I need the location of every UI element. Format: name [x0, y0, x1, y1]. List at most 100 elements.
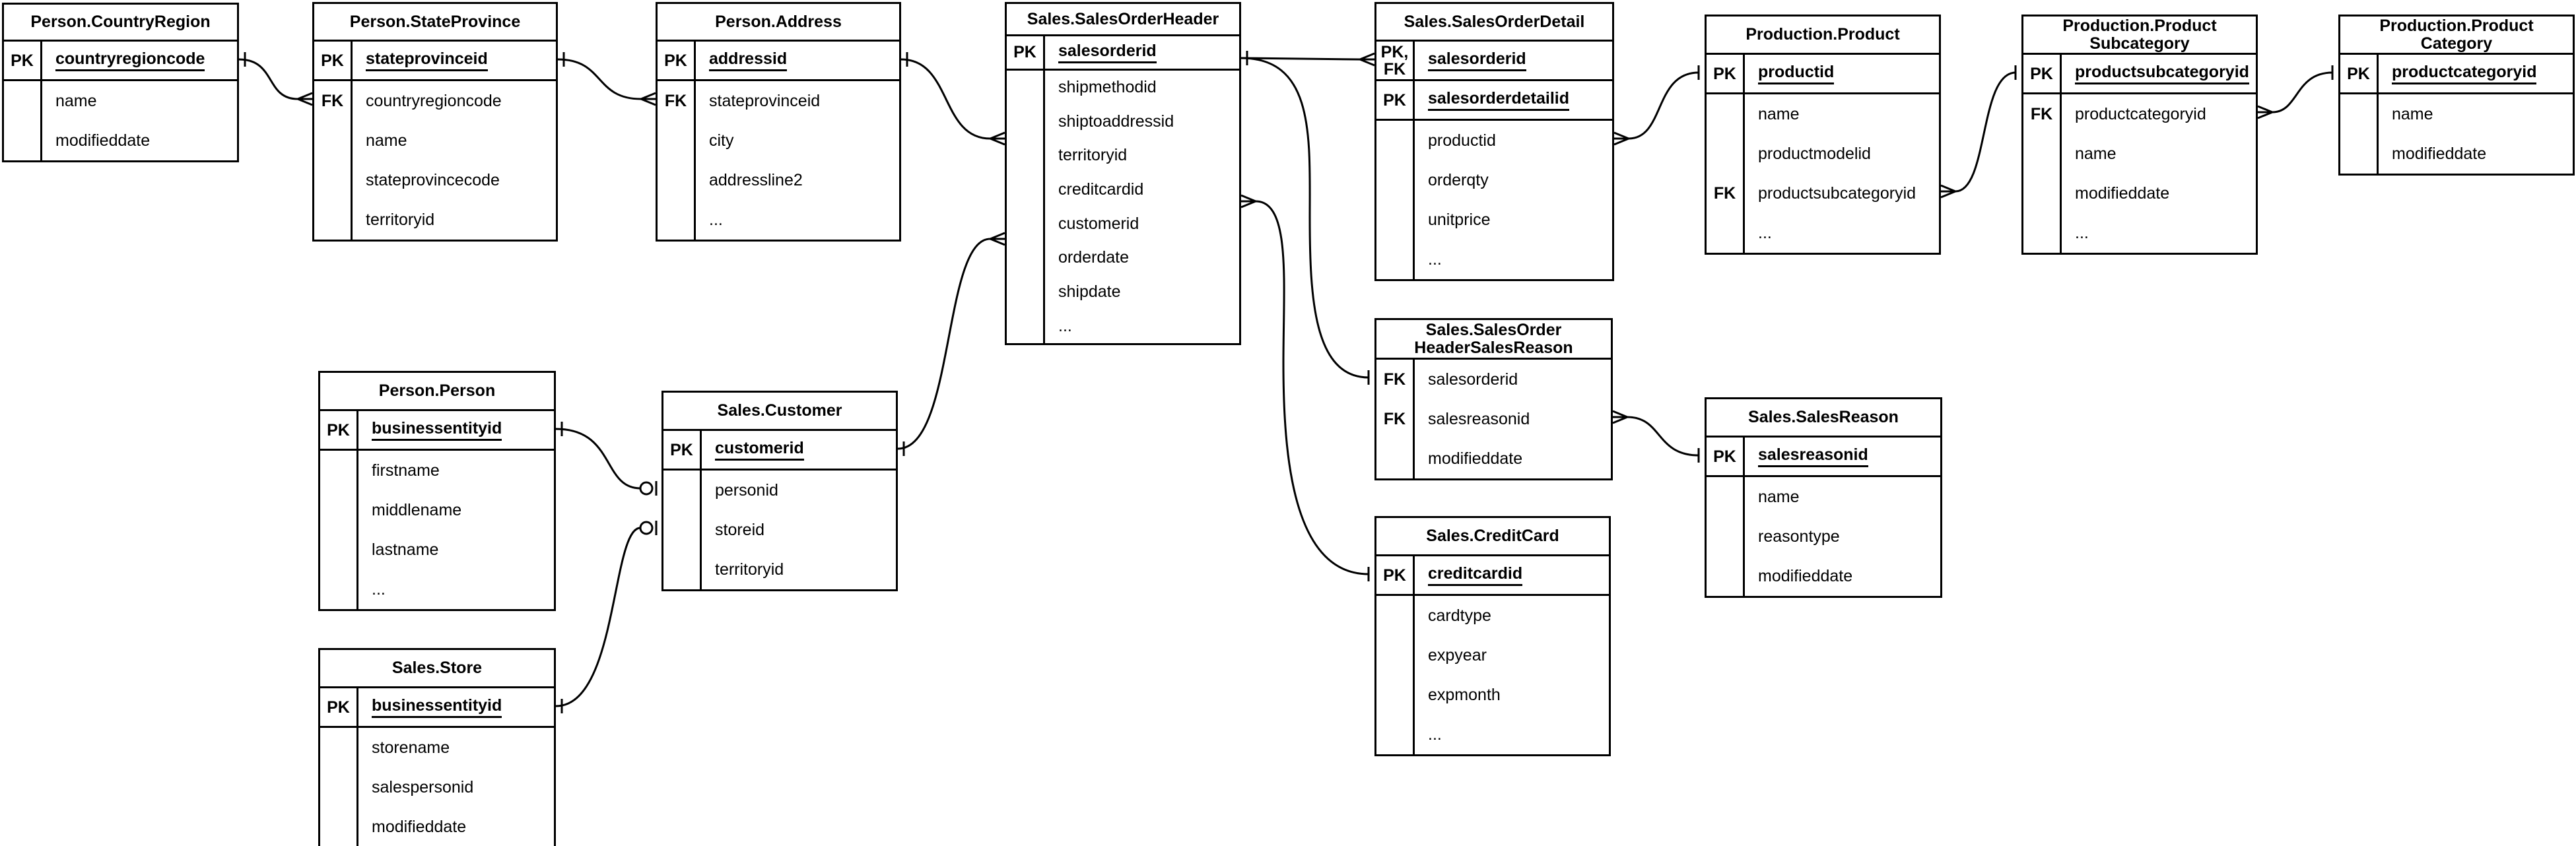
field-cell: modifieddate	[42, 121, 237, 160]
key-label	[1007, 139, 1045, 173]
key-label	[1707, 477, 1745, 517]
table-row: ...	[1376, 715, 1609, 754]
field-name: name	[2392, 104, 2433, 123]
table-row: storeid	[663, 510, 896, 550]
field-cell: salesorderid	[1045, 36, 1239, 69]
table-row: unitprice	[1376, 200, 1612, 240]
key-label	[1007, 104, 1045, 139]
field-cell: name	[2062, 134, 2256, 174]
key-label: FK	[658, 81, 696, 121]
field-name: modifieddate	[55, 131, 151, 150]
key-label	[320, 807, 358, 846]
field-cell: ...	[1045, 309, 1239, 344]
field-cell: storename	[358, 728, 554, 767]
relationship-sales_salesorderheader-to-sales_creditcard-many-crowfoot	[1240, 194, 1256, 203]
key-label	[658, 121, 696, 160]
key-label: PK, FK	[1376, 42, 1415, 79]
table-row: territoryid	[314, 200, 556, 240]
relationship-person_stateprovince-to-person_address-many-crowfoot	[640, 98, 656, 106]
table-row: name	[314, 121, 556, 160]
table-title: Sales.CreditCard	[1376, 518, 1609, 556]
field-cell: ...	[2062, 213, 2256, 253]
field-cell: addressid	[696, 42, 899, 79]
table-row: firstname	[320, 451, 554, 490]
relationship-sales_salesorderheader-to-sales_salesorderdetail	[1240, 57, 1361, 61]
key-label	[1376, 160, 1415, 200]
field-cell: orderdate	[1045, 241, 1239, 275]
field-cell: salesreasonid	[1745, 438, 1940, 475]
key-label	[1376, 675, 1415, 715]
field-name: shipmethodid	[1058, 78, 1157, 97]
relationship-sales_customer-to-sales_salesorderheader	[897, 238, 991, 450]
table-row: cardtype	[1376, 596, 1609, 635]
field-cell: reasontype	[1745, 517, 1940, 556]
field-name: territoryid	[715, 560, 784, 579]
key-label	[314, 121, 353, 160]
field-cell: salesorderid	[1415, 360, 1611, 399]
key-label	[320, 728, 358, 767]
table-row: modifieddate	[2340, 134, 2573, 174]
relationship-sales_salesorderheadersalesreason-to-sales_salesreason	[1627, 416, 1699, 457]
field-name: storeid	[715, 520, 765, 539]
relationship-sales_salesorderheader-to-sales_salesorderdetail-many-crowfoot	[1359, 52, 1375, 61]
relationship-sales_store-to-sales_customer-zero-circle	[639, 521, 654, 535]
field-name: ...	[2075, 223, 2089, 242]
key-label: PK	[320, 688, 358, 726]
relationship-production_productsubcategory-to-production_productcategory	[2272, 71, 2333, 114]
primary-key-field-name: salesorderid	[1058, 42, 1157, 63]
relationship-sales_customer-to-sales_salesorderheader-many-crowfoot	[990, 232, 1005, 240]
key-label	[1376, 240, 1415, 279]
field-cell: middlename	[358, 490, 554, 530]
table-row: productid	[1376, 121, 1612, 160]
key-label	[658, 160, 696, 200]
key-label	[663, 550, 702, 589]
field-name: territoryid	[366, 210, 435, 229]
primary-key-field-name: customerid	[715, 439, 804, 461]
relationship-sales_customer-to-sales_salesorderheader-many-crowfoot	[990, 238, 1005, 246]
field-cell: lastname	[358, 530, 554, 569]
table-row: reasontype	[1707, 517, 1940, 556]
field-cell: ...	[1415, 240, 1612, 279]
field-cell: name	[2379, 94, 2573, 134]
key-label	[1007, 70, 1045, 105]
relationship-person_stateprovince-to-person_address-many-crowfoot	[640, 92, 656, 100]
field-name: territoryid	[1058, 146, 1128, 165]
table-row: territoryid	[1007, 139, 1239, 173]
key-label: PK	[1707, 438, 1745, 475]
field-cell: productid	[1745, 55, 1939, 92]
table-row: ...	[1707, 213, 1939, 253]
table-row: modifieddate	[1376, 439, 1611, 478]
field-cell: stateprovinceid	[696, 81, 899, 121]
field-name: modifieddate	[2075, 183, 2170, 203]
relationship-sales_salesorderdetail-to-production_product	[1628, 71, 1699, 140]
field-cell: businessentityid	[358, 411, 554, 449]
primary-key-field-name: productid	[1758, 63, 1835, 84]
relationship-person_countryregion-to-person_stateprovince-many-crowfoot	[297, 92, 313, 100]
field-cell: territoryid	[1045, 139, 1239, 173]
field-cell: addressline2	[696, 160, 899, 200]
field-name: name	[1758, 104, 1800, 123]
relationship-production_product-to-production_productsubcategory	[1955, 71, 2016, 193]
key-label	[1007, 172, 1045, 207]
field-name: firstname	[372, 461, 440, 480]
field-name: productmodelid	[1758, 144, 1871, 163]
key-label	[2340, 94, 2379, 134]
field-name: name	[366, 131, 407, 150]
relationship-production_product-to-production_productsubcategory-many-crowfoot	[1940, 184, 1956, 193]
field-cell: productcategoryid	[2379, 55, 2573, 92]
field-name: reasontype	[1758, 527, 1840, 546]
field-cell: ...	[696, 200, 899, 240]
table-title: Person.Address	[658, 4, 899, 42]
key-label: PK	[2340, 55, 2379, 92]
